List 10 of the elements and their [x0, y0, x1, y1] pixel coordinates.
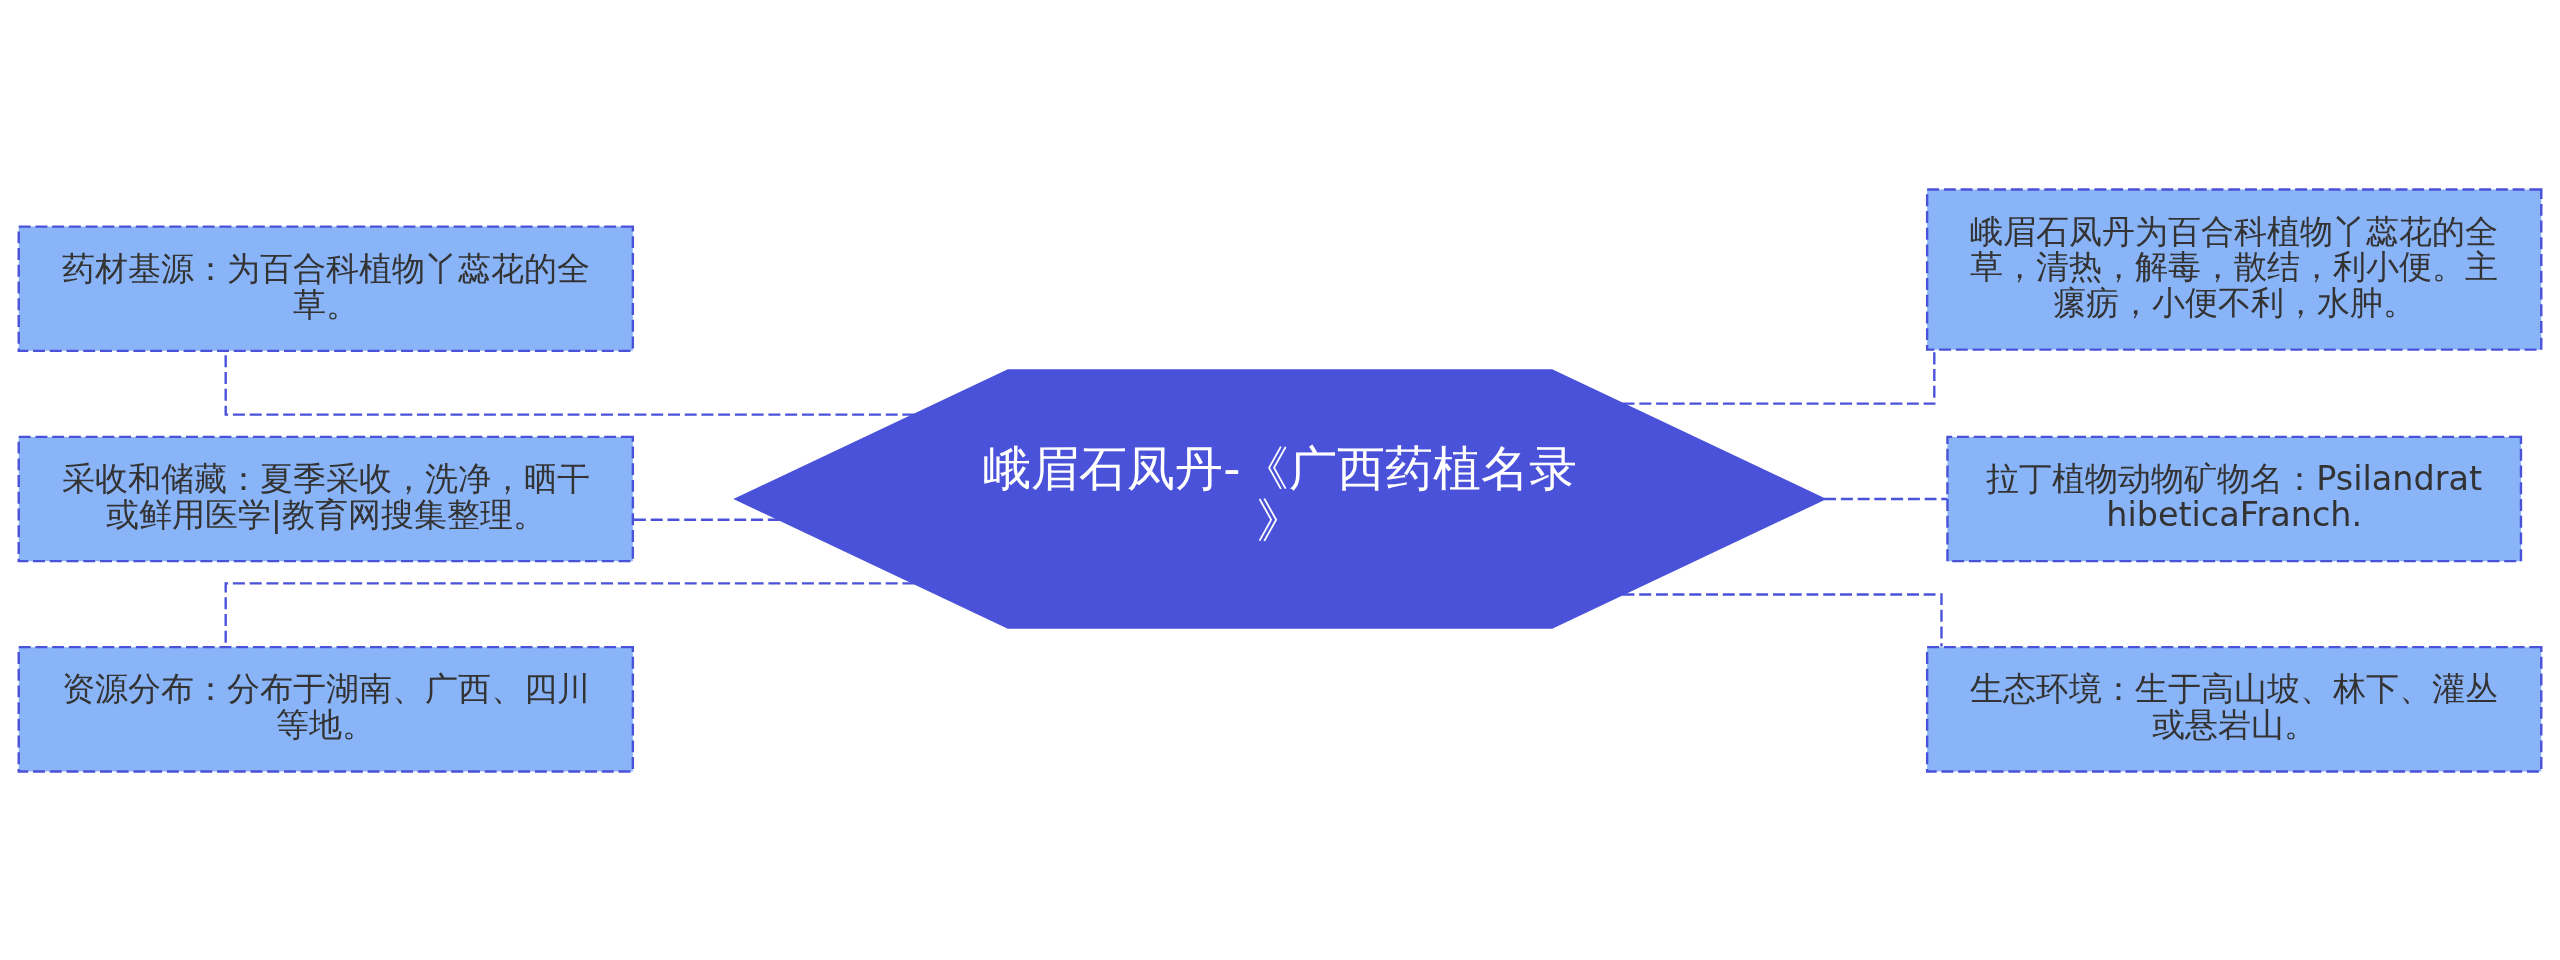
- connector: [633, 518, 780, 521]
- node-box: 药材基源：为百合科植物丫蕊花的全草。: [17, 224, 635, 352]
- connector: [1622, 592, 1943, 646]
- node-box: 拉丁植物动物矿物名：PsilandrathibeticaFranch.: [1946, 435, 2523, 562]
- node-box: 生态环境：生于高山坡、林下、灌丛或悬岩山。: [1925, 645, 2543, 773]
- node-box: 峨眉石凤丹为百合科植物丫蕊花的全草，清热，解毒，散结，利小便。主瘰疬，小便不利，水肿。: [1925, 187, 2543, 351]
- connector: [1622, 349, 1936, 405]
- node-box: 采收和储藏：夏季采收，洗净，晒干或鲜用医学|教育网搜集整理。: [17, 435, 635, 562]
- node-box: 资源分布：分布于湖南、广西、四川等地。: [17, 645, 635, 773]
- connector: [1824, 497, 1948, 500]
